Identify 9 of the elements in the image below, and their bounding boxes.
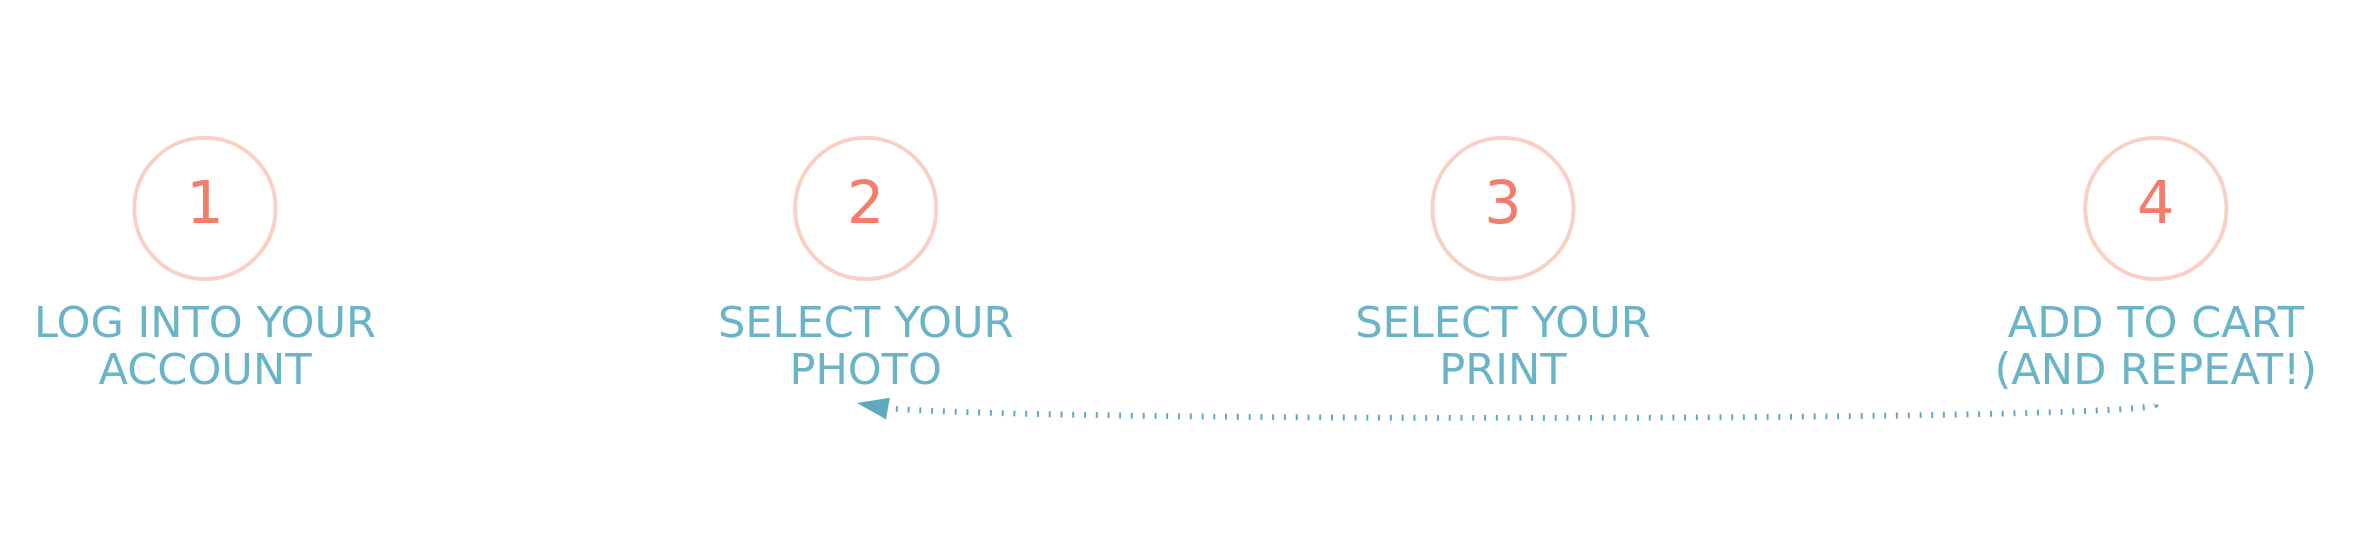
node-circle: 1 [132,135,278,281]
node-circle: 4 [2083,135,2229,281]
node-label: SELECT YOUR PHOTO [717,297,1014,395]
node-circle: 3 [1430,135,1576,281]
node-circle: 2 [793,135,939,281]
node-label: LOG INTO YOUR ACCOUNT [34,297,376,395]
node-label: ADD TO CART (AND REPEAT!) [1994,297,2318,395]
node-label: SELECT YOUR PRINT [1355,297,1651,395]
arrow [857,397,2157,421]
